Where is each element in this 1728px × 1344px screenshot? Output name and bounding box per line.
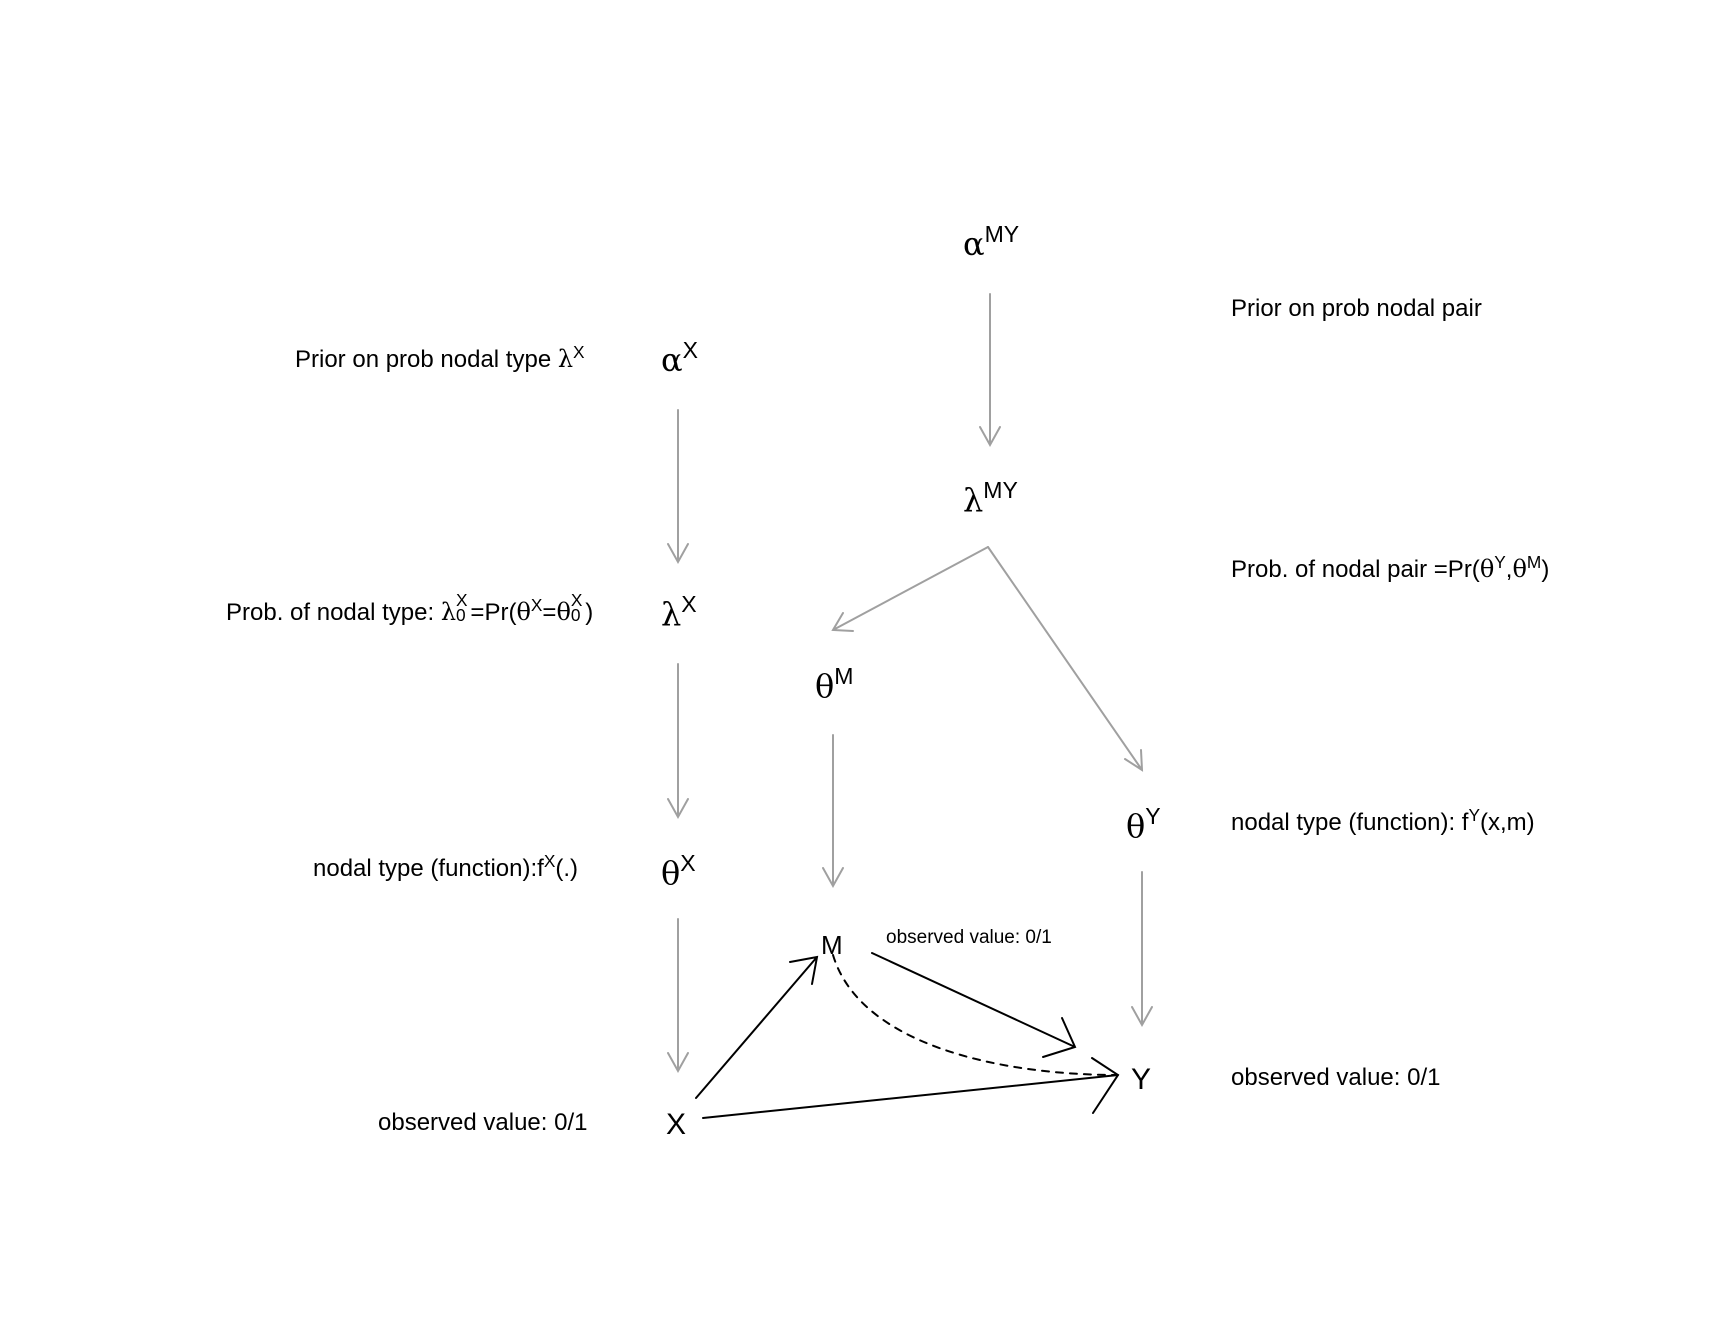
- edge-x-to-y: [702, 1057, 1120, 1119]
- label-nodal-type-y: nodal type (function): fY(x,m): [1231, 804, 1535, 836]
- edge-theta-y-to-y: [1131, 871, 1153, 1028]
- node-y: Y: [1131, 1063, 1152, 1096]
- edge-lambda-my-to-theta-y: [987, 546, 1144, 772]
- node-alpha-x: αX: [661, 337, 698, 379]
- label-observed-m: observed value: 0/1: [886, 927, 1052, 948]
- edge-alpha-x-to-lambda-x: [667, 409, 689, 565]
- edge-theta-x-to-x: [667, 918, 689, 1074]
- edge-theta-m-to-m: [822, 734, 844, 889]
- edge-lambda-x-to-theta-x: [667, 663, 689, 820]
- label-observed-x: observed value: 0/1: [378, 1109, 588, 1136]
- node-m: M: [821, 930, 843, 960]
- label-nodal-type-x: nodal type (function):fX(.): [313, 850, 578, 882]
- node-x: X: [666, 1108, 687, 1141]
- node-lambda-x: λX: [661, 591, 697, 633]
- label-prior-nodal-pair: Prior on prob nodal pair: [1231, 295, 1482, 322]
- node-theta-x: θX: [661, 850, 696, 892]
- label-prob-nodal-pair: Prob. of nodal pair =Pr(θY,θM): [1231, 551, 1550, 583]
- edge-m-y-confounding: [832, 954, 1119, 1076]
- edge-x-to-m: [695, 955, 819, 1099]
- edge-m-to-y: [871, 952, 1077, 1058]
- edge-alpha-my-to-lambda-my: [979, 293, 1001, 448]
- node-alpha-my: αMY: [963, 221, 1020, 263]
- node-theta-m: θM: [815, 663, 854, 705]
- node-lambda-my: λMY: [963, 477, 1018, 519]
- edge-lambda-my-to-theta-m: [831, 546, 989, 632]
- node-theta-y: θY: [1126, 803, 1161, 845]
- label-prior-nodal-type: Prior on prob nodal type λX: [295, 341, 585, 373]
- label-observed-y: observed value: 0/1: [1231, 1064, 1441, 1091]
